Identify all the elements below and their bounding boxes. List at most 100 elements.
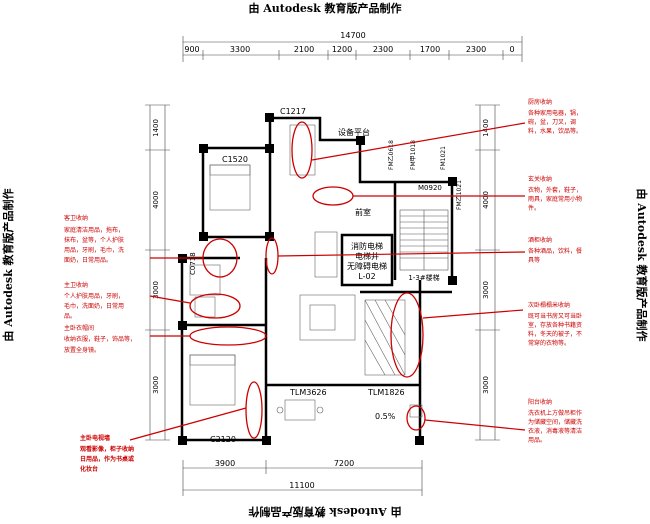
svg-text:各种酒品，饮料，餐: 各种酒品，饮料，餐: [528, 247, 582, 255]
svg-text:主卫收纳: 主卫收纳: [64, 281, 88, 289]
leader-lines: [129, 122, 526, 441]
svg-text:衣物，外套，鞋子，: 衣物，外套，鞋子，: [528, 186, 582, 194]
watermark-left: 由 Autodesk 教育版产品制作: [1, 188, 15, 341]
svg-text:用品。: 用品。: [528, 437, 546, 444]
svg-text:为储藏空间，储藏洗: 为储藏空间，储藏洗: [528, 418, 582, 426]
svg-text:4000: 4000: [152, 191, 160, 209]
watermark-right: 由 Autodesk 教育版产品制作: [635, 188, 649, 341]
annotation-second-bedroom: 次卧榻榻米收纳 既可当书房又可当卧 室，存放各种书籍资 料，冬天的被子，不 常穿…: [528, 301, 582, 347]
dim-top-seg: 0: [509, 45, 514, 54]
svg-text:品。: 品。: [64, 313, 76, 320]
svg-text:酒柜收纳: 酒柜收纳: [528, 236, 552, 244]
wine-highlight: [265, 237, 279, 275]
svg-text:具等: 具等: [528, 256, 540, 264]
svg-text:4000: 4000: [482, 191, 490, 209]
svg-text:件。: 件。: [528, 204, 540, 212]
label-c0718: C0718: [189, 252, 197, 275]
stair-label: 1-3#楼梯: [408, 273, 439, 282]
bottom-dimensions: [182, 460, 423, 496]
dim-bottom-seg: 7200: [334, 459, 354, 468]
svg-text:料，水果，饮品等。: 料，水果，饮品等。: [528, 127, 582, 135]
furniture: [189, 124, 423, 421]
svg-text:厨房收纳: 厨房收纳: [528, 98, 552, 106]
dim-top-seg: 1700: [420, 45, 440, 54]
dim-bottom-seg: 3900: [215, 459, 235, 468]
dim-bottom-total: 11100: [289, 481, 314, 490]
annotation-kitchen: 厨房收纳 各种家用电器，锅， 碗，盆，刀叉，调 料，水果，饮品等。: [528, 98, 582, 135]
dim-top-seg: 3300: [230, 45, 250, 54]
label-fm1021b: FM乙1021: [456, 180, 463, 210]
second-bedroom-highlight: [390, 292, 424, 378]
svg-text:既可当书房又可当卧: 既可当书房又可当卧: [528, 312, 582, 320]
svg-text:观看影像，柜子收纳: 观看影像，柜子收纳: [80, 445, 134, 453]
tv-highlight: [245, 381, 263, 439]
dim-top-seg: 2300: [373, 45, 393, 54]
label-tlm1826: TLM1826: [367, 388, 405, 397]
svg-text:家庭清洁用品，拖布，: 家庭清洁用品，拖布，: [64, 226, 124, 234]
svg-text:日用品，作为书桌或: 日用品，作为书桌或: [80, 455, 134, 463]
annotation-entry: 玄关收纳 衣物，外套，鞋子， 雨具，家庭常用小物 件。: [528, 175, 582, 212]
elevator-shaft-label: 电梯井: [355, 251, 379, 261]
svg-text:客卫收纳: 客卫收纳: [64, 214, 88, 222]
svg-text:3000: 3000: [152, 376, 160, 394]
svg-text:碗，盆，刀叉，调: 碗，盆，刀叉，调: [528, 118, 576, 126]
svg-text:用品，牙刷，毛巾，洗: 用品，牙刷，毛巾，洗: [64, 246, 124, 254]
entry-highlight: [312, 186, 354, 206]
balcony-highlight: [406, 405, 426, 431]
right-dimension-labels: 1400 4000 3000 3000: [482, 119, 490, 394]
svg-text:主卧衣帽间: 主卧衣帽间: [64, 324, 94, 332]
svg-text:毛巾，洗面奶，日常用: 毛巾，洗面奶，日常用: [64, 302, 124, 310]
annotation-guest-bath: 客卫收纳 家庭清洁用品，拖布， 抹布，盆等，个人护肤 用品，牙刷，毛巾，洗 面奶…: [64, 214, 124, 264]
svg-text:衣液，消毒液等清洁: 衣液，消毒液等清洁: [528, 427, 582, 435]
svg-text:次卧榻榻米收纳: 次卧榻榻米收纳: [528, 301, 570, 309]
watermark-top: 由 Autodesk 教育版产品制作: [248, 1, 401, 15]
svg-text:个人护肤用品，牙刷，: 个人护肤用品，牙刷，: [64, 292, 124, 300]
svg-text:化妆台: 化妆台: [80, 465, 98, 473]
label-slope: 0.5%: [375, 412, 396, 421]
top-dimension-labels: 900 3300 2100 1200 2300 1700 2300 0: [184, 45, 514, 54]
elevator-box: [340, 233, 394, 287]
dim-top-seg: 2300: [466, 45, 486, 54]
svg-text:收纳衣服，鞋子，饰品等，: 收纳衣服，鞋子，饰品等，: [64, 335, 136, 343]
label-c1217: C1217: [280, 107, 306, 116]
svg-text:玄关收纳: 玄关收纳: [528, 175, 552, 183]
dim-top-seg: 900: [184, 45, 199, 54]
svg-text:1400: 1400: [482, 119, 490, 137]
annotation-tv-cabinet: 主卧电视墙 观看影像，柜子收纳 日用品，作为书桌或 化妆台: [80, 434, 134, 473]
watermark-bottom: 由 Autodesk 教育版产品制作: [248, 505, 401, 519]
fire-elevator-label: 消防电梯: [351, 241, 383, 251]
left-dimension-labels: 1400 4000 3000 3000: [152, 119, 160, 394]
annotation-master-closet: 主卧衣帽间 收纳衣服，鞋子，饰品等， 放置全身镜。: [64, 324, 136, 354]
label-equipment-platform: 设备平台: [338, 127, 370, 137]
svg-text:面奶，日常用品。: 面奶，日常用品。: [64, 256, 112, 264]
svg-text:阳台收纳: 阳台收纳: [528, 398, 552, 406]
label-front-room: 前室: [355, 207, 371, 217]
svg-text:放置全身镜。: 放置全身镜。: [64, 346, 100, 354]
svg-text:3000: 3000: [482, 281, 490, 299]
left-dimensions: [145, 104, 170, 441]
svg-text:3000: 3000: [152, 281, 160, 299]
label-fm1018: FM甲1018: [410, 140, 417, 170]
svg-text:主卧电视墙: 主卧电视墙: [80, 434, 110, 442]
label-c1520: C1520: [222, 155, 248, 164]
svg-text:各种家用电器，锅，: 各种家用电器，锅，: [528, 109, 582, 117]
master-bath-highlight: [189, 293, 241, 319]
bottom-dimension-labels: 3900 7200 11100: [215, 459, 354, 490]
svg-text:洗衣机上方做吊柜作: 洗衣机上方做吊柜作: [528, 409, 582, 417]
svg-text:室，存放各种书籍资: 室，存放各种书籍资: [528, 321, 582, 329]
label-c2120: C2120: [210, 435, 236, 444]
dim-top-total: 14700: [340, 31, 365, 40]
label-m0920: M0920: [418, 184, 442, 192]
svg-text:1400: 1400: [152, 119, 160, 137]
kitchen-highlight: [291, 121, 313, 179]
svg-text:抹布，盆等，个人护肤: 抹布，盆等，个人护肤: [64, 236, 124, 244]
right-dimensions: [475, 104, 500, 441]
svg-text:3000: 3000: [482, 376, 490, 394]
annotation-master-bath: 主卫收纳 个人护肤用品，牙刷， 毛巾，洗面奶，日常用 品。: [64, 281, 124, 320]
dim-top-seg: 2100: [294, 45, 314, 54]
annotation-balcony: 阳台收纳 洗衣机上方做吊柜作 为储藏空间，储藏洗 衣液，消毒液等清洁 用品。: [528, 398, 582, 444]
plan-labels: C1217 C1520 C0718 C2120 设备平台 前室 FM乙0618 …: [189, 107, 463, 444]
svg-text:料，冬天的被子，不: 料，冬天的被子，不: [528, 330, 582, 338]
